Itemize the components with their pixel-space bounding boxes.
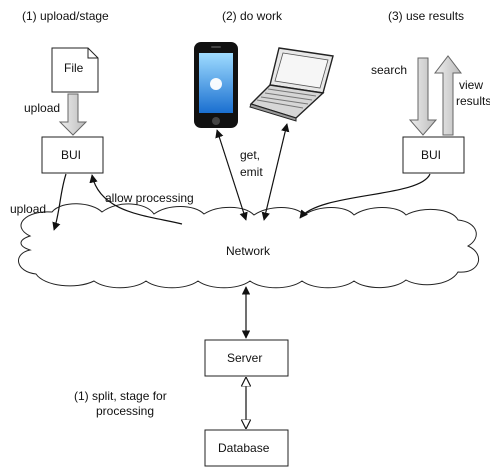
- get-emit-edge: [215, 129, 248, 221]
- get-label: get,: [240, 148, 260, 162]
- smartphone-icon: [194, 42, 238, 128]
- bui-left-label: BUI: [61, 148, 81, 162]
- phase-results-label: (3) use results: [388, 9, 464, 23]
- phase-upload-label: (1) upload/stage: [22, 9, 109, 23]
- search-arrow: [408, 57, 438, 136]
- server-box: [204, 339, 289, 377]
- bui-right-label: BUI: [421, 148, 441, 162]
- database-label: Database: [218, 441, 270, 455]
- cloud-icon: [18, 203, 480, 289]
- bui-right-box: [402, 136, 465, 174]
- network-label: Network: [226, 244, 271, 258]
- view-label: view: [459, 78, 483, 92]
- emit-label: emit: [240, 165, 263, 179]
- allow-processing-edge: [89, 174, 183, 225]
- server-label: Server: [227, 351, 262, 365]
- split-note-line1: (1) split, stage for: [74, 389, 167, 403]
- laptop-network-edge: [261, 123, 290, 221]
- allow-processing-label: allow processing: [105, 191, 194, 205]
- split-note-line2: processing: [96, 404, 154, 418]
- bui-right-network-edge: [299, 173, 431, 219]
- file-icon: [51, 47, 99, 93]
- upload-file-label: upload: [24, 101, 60, 115]
- view-results-arrow: [433, 55, 463, 136]
- laptop-icon: [249, 47, 334, 122]
- database-box: [204, 429, 289, 467]
- file-upload-arrow: [58, 93, 88, 136]
- upload-network-label: upload: [10, 202, 46, 216]
- search-label: search: [371, 63, 407, 77]
- upload-network-edge: [52, 173, 67, 231]
- phase-work-label: (2) do work: [222, 9, 283, 23]
- results-label: results: [456, 94, 490, 108]
- bui-left-box: [41, 136, 104, 174]
- file-label: File: [64, 61, 84, 75]
